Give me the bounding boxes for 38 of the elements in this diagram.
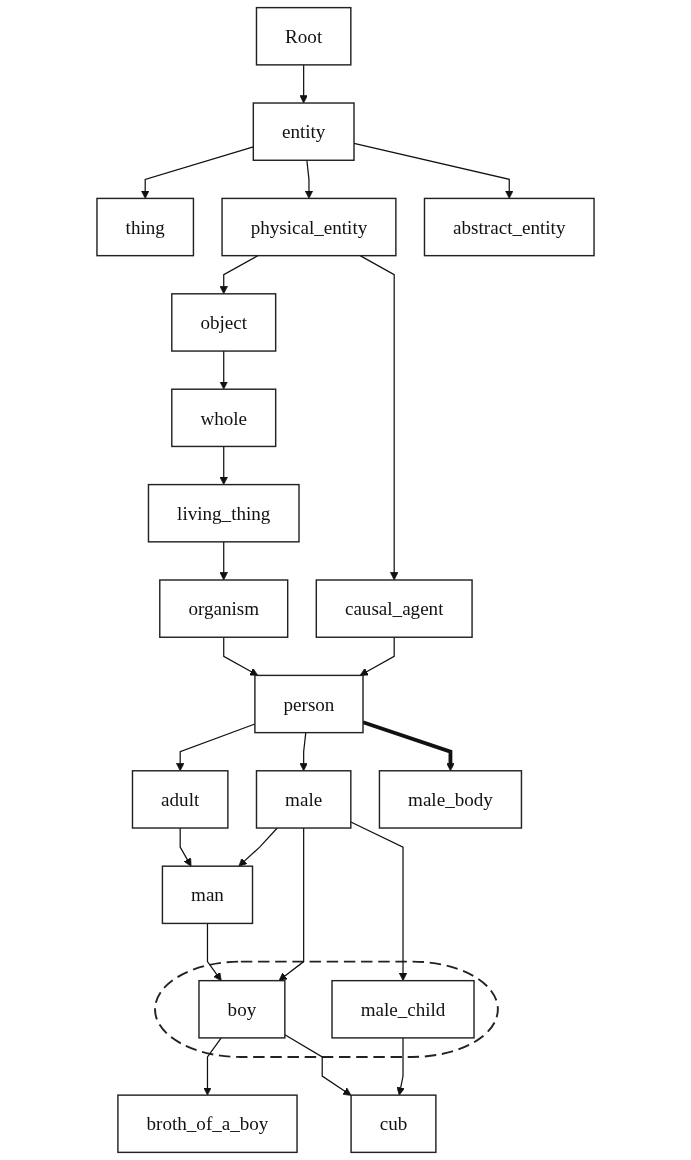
arrow	[299, 732, 308, 772]
arrow	[299, 64, 308, 104]
arrow	[359, 636, 395, 676]
node-box: thing	[96, 197, 195, 257]
arrow	[223, 636, 259, 676]
node-box: male_body	[378, 770, 523, 829]
node-box: boy	[198, 979, 286, 1039]
node-box: male	[255, 770, 352, 829]
node-box: broth_of_a_boy	[117, 1094, 298, 1154]
node-box: entity	[252, 102, 355, 161]
node-box: man	[161, 865, 254, 925]
arrow	[203, 1037, 222, 1096]
arrow	[359, 255, 399, 581]
arrow	[219, 541, 228, 581]
arrow	[304, 159, 314, 199]
arrow	[141, 146, 254, 199]
node-box: Root	[255, 6, 352, 66]
arrow	[179, 827, 192, 867]
node-box: male_child	[331, 979, 475, 1039]
node-box: causal_agent	[315, 579, 473, 638]
node-box: person	[254, 674, 364, 734]
arrow	[396, 1037, 405, 1096]
arrow	[219, 445, 228, 485]
node-box: physical_entity	[221, 197, 397, 257]
node-box: abstract_entity	[423, 197, 595, 257]
arrow	[219, 255, 259, 295]
node-box: object	[171, 293, 277, 352]
node-box: adult	[131, 770, 229, 829]
arrow	[284, 1034, 352, 1096]
node-box: organism	[159, 579, 289, 638]
arrow	[206, 922, 222, 982]
node-box: cub	[350, 1094, 437, 1154]
arrow	[350, 821, 408, 982]
arrow	[219, 350, 228, 390]
arrow	[238, 827, 278, 867]
arrow	[278, 827, 305, 982]
node-box: living_thing	[147, 483, 300, 543]
node-box: whole	[171, 388, 277, 448]
